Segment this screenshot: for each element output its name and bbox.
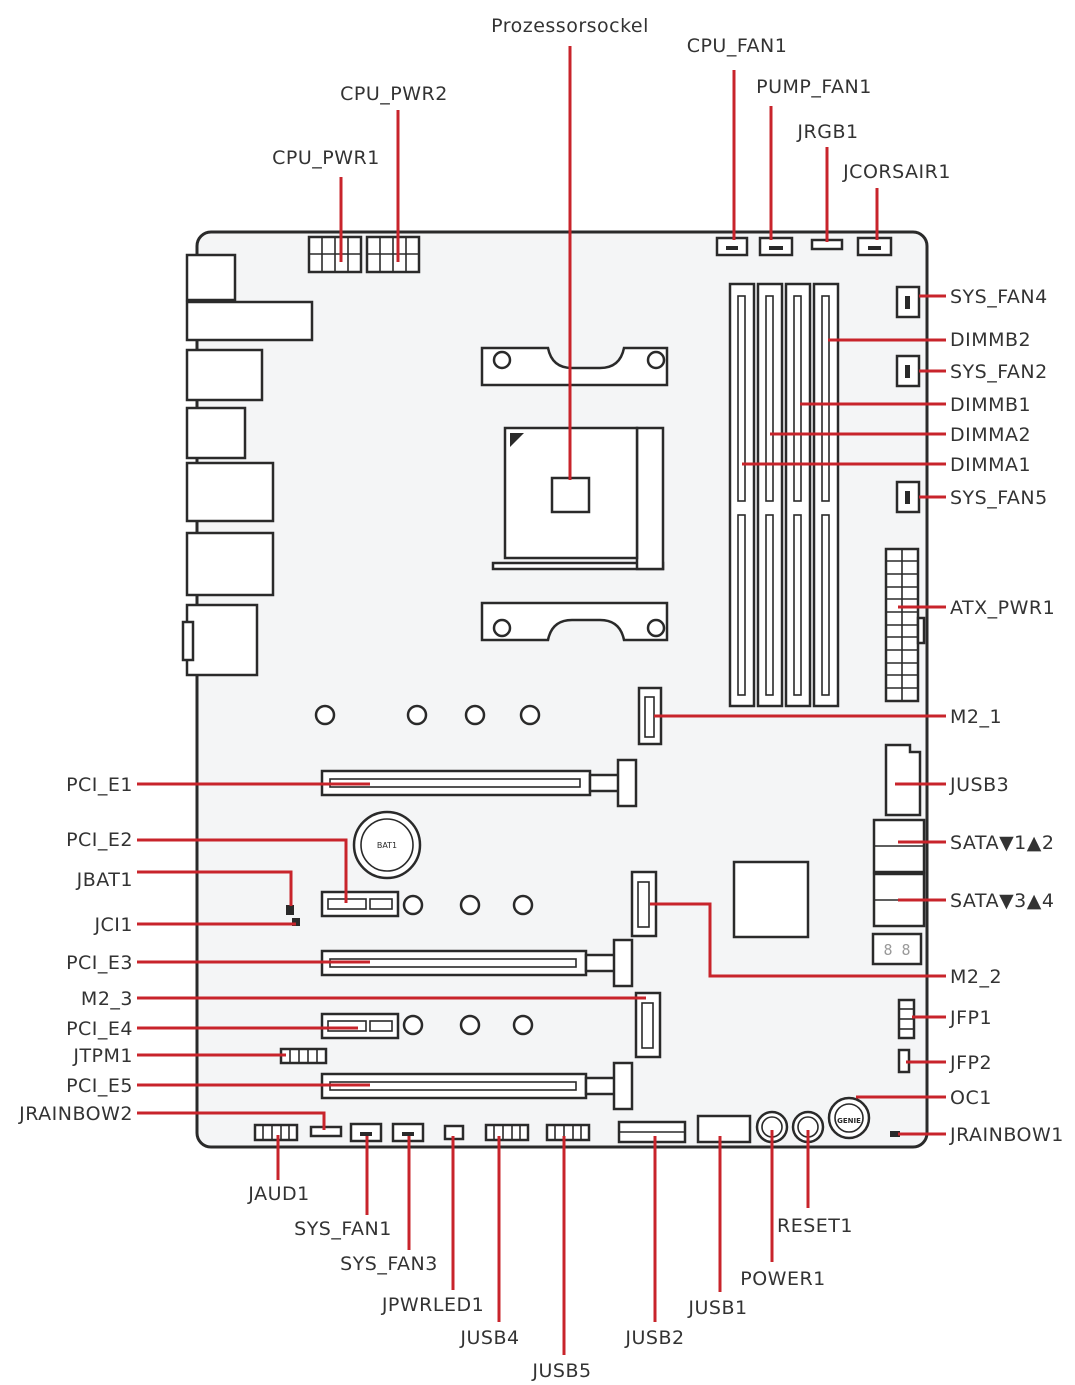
label-jrainbow1: JRAINBOW1 bbox=[949, 1124, 1064, 1146]
label-m2-1: M2_1 bbox=[950, 706, 1002, 728]
label-jusb2: JUSB2 bbox=[624, 1327, 684, 1349]
component-labels: Prozessorsockel CPU_FAN1 PUMP_FAN1 JRGB1… bbox=[18, 15, 1064, 1382]
label-cpu-fan1: CPU_FAN1 bbox=[687, 35, 788, 57]
leader-lines bbox=[137, 46, 946, 1355]
m2-1-slot bbox=[637, 686, 663, 746]
jtpm1-header bbox=[279, 1047, 328, 1065]
label-pci-e4: PCI_E4 bbox=[66, 1018, 133, 1040]
label-sys-fan3: SYS_FAN3 bbox=[340, 1253, 438, 1275]
jcorsair1-header bbox=[856, 236, 893, 257]
label-jfp1: JFP1 bbox=[949, 1007, 992, 1029]
dimm-slots bbox=[728, 282, 840, 708]
label-pci-e1: PCI_E1 bbox=[66, 774, 133, 796]
label-sys-fan2: SYS_FAN2 bbox=[950, 361, 1048, 383]
debug-led-text: 8 8 bbox=[883, 941, 910, 959]
debug-led-display: 8 8 bbox=[871, 932, 923, 966]
label-jbat1: JBAT1 bbox=[76, 869, 133, 891]
jusb5-header bbox=[545, 1123, 591, 1142]
atx-pwr1-connector bbox=[884, 547, 926, 703]
pci-e3-slot bbox=[320, 938, 634, 988]
label-jpwrled1: JPWRLED1 bbox=[381, 1294, 484, 1316]
label-jusb5: JUSB5 bbox=[531, 1360, 591, 1382]
label-sys-fan5: SYS_FAN5 bbox=[950, 487, 1048, 509]
label-m2-2: M2_2 bbox=[950, 966, 1002, 988]
sys-fan2-header bbox=[895, 354, 921, 388]
pci-e4-slot bbox=[320, 1012, 400, 1040]
label-cpu-pwr2: CPU_PWR2 bbox=[340, 83, 448, 105]
jusb1-header bbox=[696, 1114, 752, 1144]
label-dimmb1: DIMMB1 bbox=[950, 394, 1031, 416]
label-jtpm1: JTPM1 bbox=[72, 1045, 133, 1067]
label-jrainbow2: JRAINBOW2 bbox=[18, 1103, 133, 1125]
jusb3-header bbox=[884, 743, 922, 817]
rear-io-panel bbox=[181, 253, 314, 677]
mounting-holes bbox=[314, 704, 541, 1036]
sys-fan1-header bbox=[349, 1122, 383, 1143]
label-pci-e2: PCI_E2 bbox=[66, 829, 133, 851]
pump-fan1-header bbox=[758, 236, 794, 257]
label-dimmb2: DIMMB2 bbox=[950, 329, 1031, 351]
jrainbow2-header bbox=[309, 1125, 343, 1138]
jusb2-header bbox=[617, 1120, 687, 1144]
label-jci1: JCI1 bbox=[93, 914, 133, 936]
label-reset1: RESET1 bbox=[777, 1215, 853, 1237]
chipset bbox=[732, 860, 810, 939]
label-jfp2: JFP2 bbox=[949, 1052, 992, 1074]
jaud1-header bbox=[253, 1123, 299, 1142]
label-prozessorsockel: Prozessorsockel bbox=[491, 15, 649, 37]
label-pci-e3: PCI_E3 bbox=[66, 952, 133, 974]
cpu-socket bbox=[491, 426, 665, 571]
jfp1-header bbox=[897, 998, 916, 1040]
battery-label: BAT1 bbox=[377, 841, 397, 850]
cpu-pwr1-connector bbox=[307, 235, 363, 274]
label-dimma2: DIMMA2 bbox=[950, 424, 1031, 446]
oc1-game-boost-knob: GENIE bbox=[827, 1096, 871, 1140]
label-sata12: SATA▼1▲2 bbox=[950, 832, 1054, 854]
sys-fan4-header bbox=[895, 285, 921, 319]
label-power1: POWER1 bbox=[740, 1268, 826, 1290]
label-pci-e5: PCI_E5 bbox=[66, 1075, 133, 1097]
label-cpu-pwr1: CPU_PWR1 bbox=[272, 147, 380, 169]
cpu-fan1-header bbox=[715, 236, 749, 257]
label-m2-3: M2_3 bbox=[81, 988, 133, 1010]
label-jusb1: JUSB1 bbox=[687, 1297, 747, 1319]
m2-3-slot bbox=[634, 991, 662, 1059]
label-sys-fan4: SYS_FAN4 bbox=[950, 286, 1048, 308]
cpu-pwr2-connector bbox=[365, 235, 421, 274]
jrainbow1-header bbox=[890, 1131, 900, 1137]
jusb4-header bbox=[484, 1123, 530, 1142]
label-sata34: SATA▼3▲4 bbox=[950, 890, 1054, 912]
label-jrgb1: JRGB1 bbox=[796, 121, 858, 143]
cpu-retention-bracket-bottom bbox=[480, 601, 669, 642]
label-jusb4: JUSB4 bbox=[459, 1327, 519, 1349]
cmos-battery: BAT1 bbox=[352, 810, 422, 880]
sata-ports bbox=[872, 818, 926, 928]
label-sys-fan1: SYS_FAN1 bbox=[294, 1218, 392, 1240]
label-jcorsair1: JCORSAIR1 bbox=[842, 161, 951, 183]
jbat1-jci1-headers bbox=[286, 905, 300, 926]
pci-e2-slot bbox=[320, 890, 400, 918]
label-oc1: OC1 bbox=[950, 1087, 992, 1109]
label-jaud1: JAUD1 bbox=[247, 1183, 309, 1205]
label-dimma1: DIMMA1 bbox=[950, 454, 1031, 476]
sys-fan5-header bbox=[895, 480, 921, 514]
genie-label: GENIE bbox=[837, 1117, 861, 1125]
label-jusb3: JUSB3 bbox=[949, 774, 1009, 796]
label-atx-pwr1: ATX_PWR1 bbox=[950, 597, 1055, 619]
cpu-retention-bracket-top bbox=[480, 346, 669, 387]
label-pump-fan1: PUMP_FAN1 bbox=[756, 76, 872, 98]
